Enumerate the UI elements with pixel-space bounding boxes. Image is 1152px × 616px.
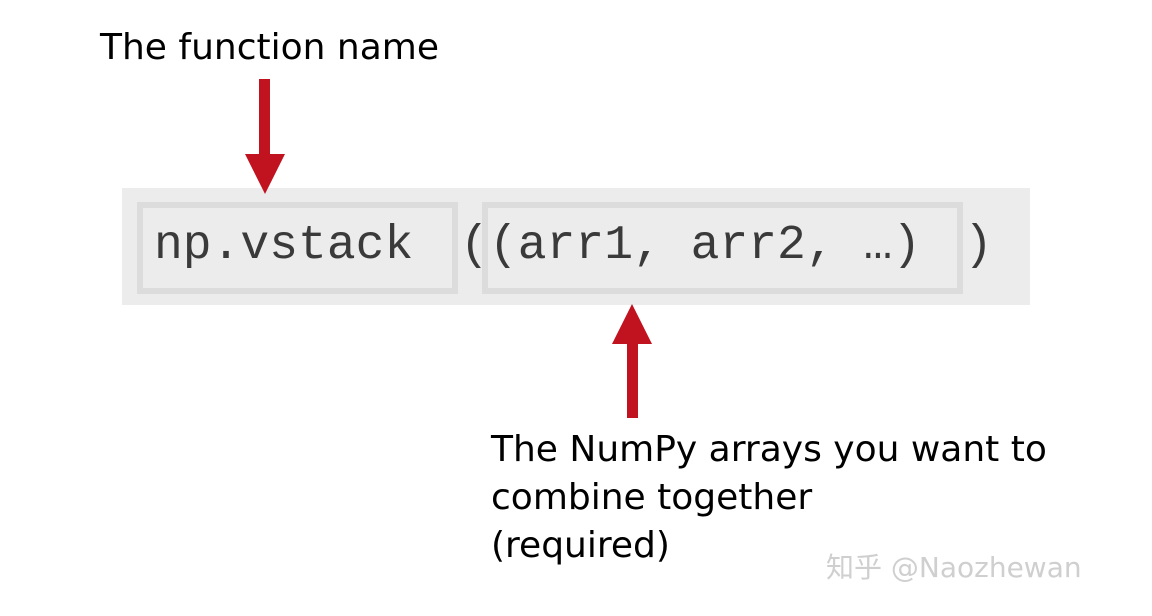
watermark: 知乎 @Naozhewan xyxy=(826,551,1082,584)
arrays-description-label: The NumPy arrays you want to combine tog… xyxy=(491,426,1047,570)
down-arrow-icon xyxy=(245,79,285,194)
up-arrow-icon xyxy=(612,304,652,418)
arrays-description-line-2: combine together xyxy=(491,477,813,518)
code-function-name: np.vstack xyxy=(154,219,414,273)
arrays-description-line-1: The NumPy arrays you want to xyxy=(491,429,1047,470)
code-arguments: (arr1, arr2, …) xyxy=(489,219,922,273)
function-name-label: The function name xyxy=(100,27,439,68)
code-open-paren: ( xyxy=(460,219,489,273)
arguments-highlight-box xyxy=(482,202,963,294)
code-close-paren: ) xyxy=(964,219,993,273)
function-highlight-box xyxy=(137,202,458,294)
arrays-description-line-3: (required) xyxy=(491,525,670,566)
